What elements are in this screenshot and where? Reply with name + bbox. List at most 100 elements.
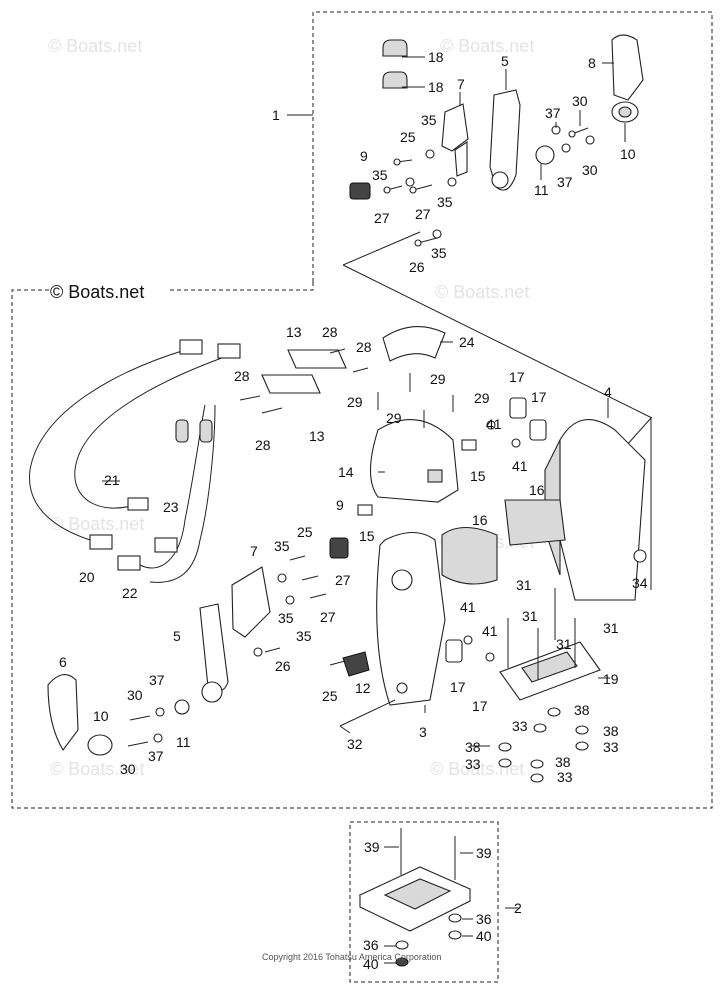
cap-18-lower [382, 71, 408, 89]
callout-31-c: 31 [603, 620, 619, 636]
callout-10-upper: 10 [620, 146, 636, 162]
callout-4: 4 [604, 384, 612, 400]
callout-29-c: 29 [474, 390, 490, 406]
callout-32: 32 [347, 736, 363, 752]
cap-18-upper [382, 39, 408, 57]
callout-31-b: 31 [522, 608, 538, 624]
callout-30-b: 30 [582, 162, 598, 178]
svg-text:© Boats.net: © Boats.net [440, 36, 534, 56]
callout-18-lower: 18 [428, 79, 444, 95]
callout-36-left: 36 [363, 937, 379, 953]
callout-11-upper: 11 [534, 182, 549, 198]
screws-upper [383, 125, 595, 247]
callout-39-right: 39 [476, 845, 492, 861]
lever-housing-7-lower [231, 566, 271, 638]
copyright-notice: Copyright 2016 Tohatsu America Corporati… [262, 952, 441, 962]
part-17b [529, 419, 547, 441]
callout-27-c: 27 [335, 572, 351, 588]
knob-11-lower [174, 699, 190, 715]
callout-38-d: 38 [555, 754, 571, 770]
callout-10-lower: 10 [93, 708, 109, 724]
leader-lines [102, 56, 626, 964]
callout-28-b: 28 [356, 339, 372, 355]
part-17c [445, 639, 463, 663]
callout-35-f: 35 [278, 610, 294, 626]
callout-30-c: 30 [127, 687, 143, 703]
cap-9-lower [329, 537, 349, 559]
callout-23: 23 [163, 499, 179, 515]
nuts-and-washers [498, 707, 589, 783]
clip-15-upper [461, 439, 477, 451]
callout-20: 20 [79, 569, 95, 585]
callout-8: 8 [588, 55, 596, 71]
callout-1: 1 [272, 107, 280, 123]
callout-13-upper: 13 [286, 324, 302, 340]
nut-34 [633, 549, 647, 563]
callout-35-d: 35 [431, 245, 447, 261]
handle-6 [47, 674, 79, 751]
callout-35-c: 35 [437, 194, 453, 210]
callout-38-c: 38 [465, 739, 481, 755]
callout-40-right: 40 [476, 928, 492, 944]
connector-21b [217, 343, 241, 359]
callout-7-lower: 7 [250, 543, 258, 559]
connector-21a [179, 339, 203, 355]
callout-33-a: 33 [512, 718, 528, 734]
callout-16-rear: 16 [529, 482, 545, 498]
callout-29-d: 29 [386, 410, 402, 426]
callout-6: 6 [59, 654, 67, 670]
callout-37-b: 37 [557, 174, 573, 190]
callout-35-b: 35 [372, 167, 388, 183]
callout-37-a: 37 [545, 105, 561, 121]
callout-28-c: 28 [234, 368, 250, 384]
callout-31-d: 31 [556, 636, 572, 652]
grommet-10-lower [87, 734, 113, 756]
bracket-13-lower [261, 374, 321, 394]
knob-11 [535, 145, 555, 165]
callout-14: 14 [338, 464, 354, 480]
callout-12: 12 [355, 680, 371, 696]
connector-20 [89, 534, 113, 550]
harness-21 [29, 349, 186, 541]
callout-36-right: 36 [476, 911, 492, 927]
background-watermarks: © Boats.net © Boats.net © Boats.net © Bo… [48, 36, 534, 779]
callout-40-left: 40 [363, 956, 379, 972]
callout-17-b: 17 [531, 389, 547, 405]
callout-29-b: 29 [347, 394, 363, 410]
callout-34: 34 [632, 575, 648, 591]
callout-29-a: 29 [430, 371, 446, 387]
lever-arm-5-lower [199, 603, 229, 692]
bracket-13-upper [287, 349, 347, 369]
main-assembly [29, 326, 647, 783]
connector-22 [117, 555, 141, 571]
svg-text:© Boats.net: © Boats.net [435, 282, 529, 302]
remote-box-4 [559, 419, 646, 601]
callout-9-upper: 9 [360, 148, 368, 164]
callout-28-a: 28 [322, 324, 338, 340]
clip-15-lower [357, 504, 373, 516]
screws-lower [127, 348, 454, 747]
callout-41-d: 41 [482, 623, 498, 639]
callout-13-lower: 13 [309, 428, 325, 444]
gasket-16-rear [504, 499, 566, 546]
callout-35-e: 35 [274, 538, 290, 554]
callout-5-upper: 5 [501, 53, 509, 69]
callout-31-a: 31 [516, 577, 532, 593]
callout-21: 21 [104, 472, 120, 488]
callout-41-a: 41 [486, 416, 502, 432]
cover-24 [382, 326, 446, 362]
seal-base-assembly [358, 828, 472, 967]
bracket-12 [342, 651, 370, 677]
callout-17-c: 17 [450, 679, 466, 695]
callout-26-lower: 26 [275, 658, 291, 674]
callout-27-d: 27 [320, 609, 336, 625]
callout-7-upper: 7 [457, 76, 465, 92]
callout-33-b: 33 [603, 739, 619, 755]
callout-2: 2 [514, 900, 522, 916]
part-17a [509, 397, 527, 419]
bolt-32 [339, 699, 396, 727]
callout-17-a: 17 [509, 369, 525, 385]
upper-assembly [349, 34, 644, 247]
callout-25-mid: 25 [297, 524, 313, 540]
